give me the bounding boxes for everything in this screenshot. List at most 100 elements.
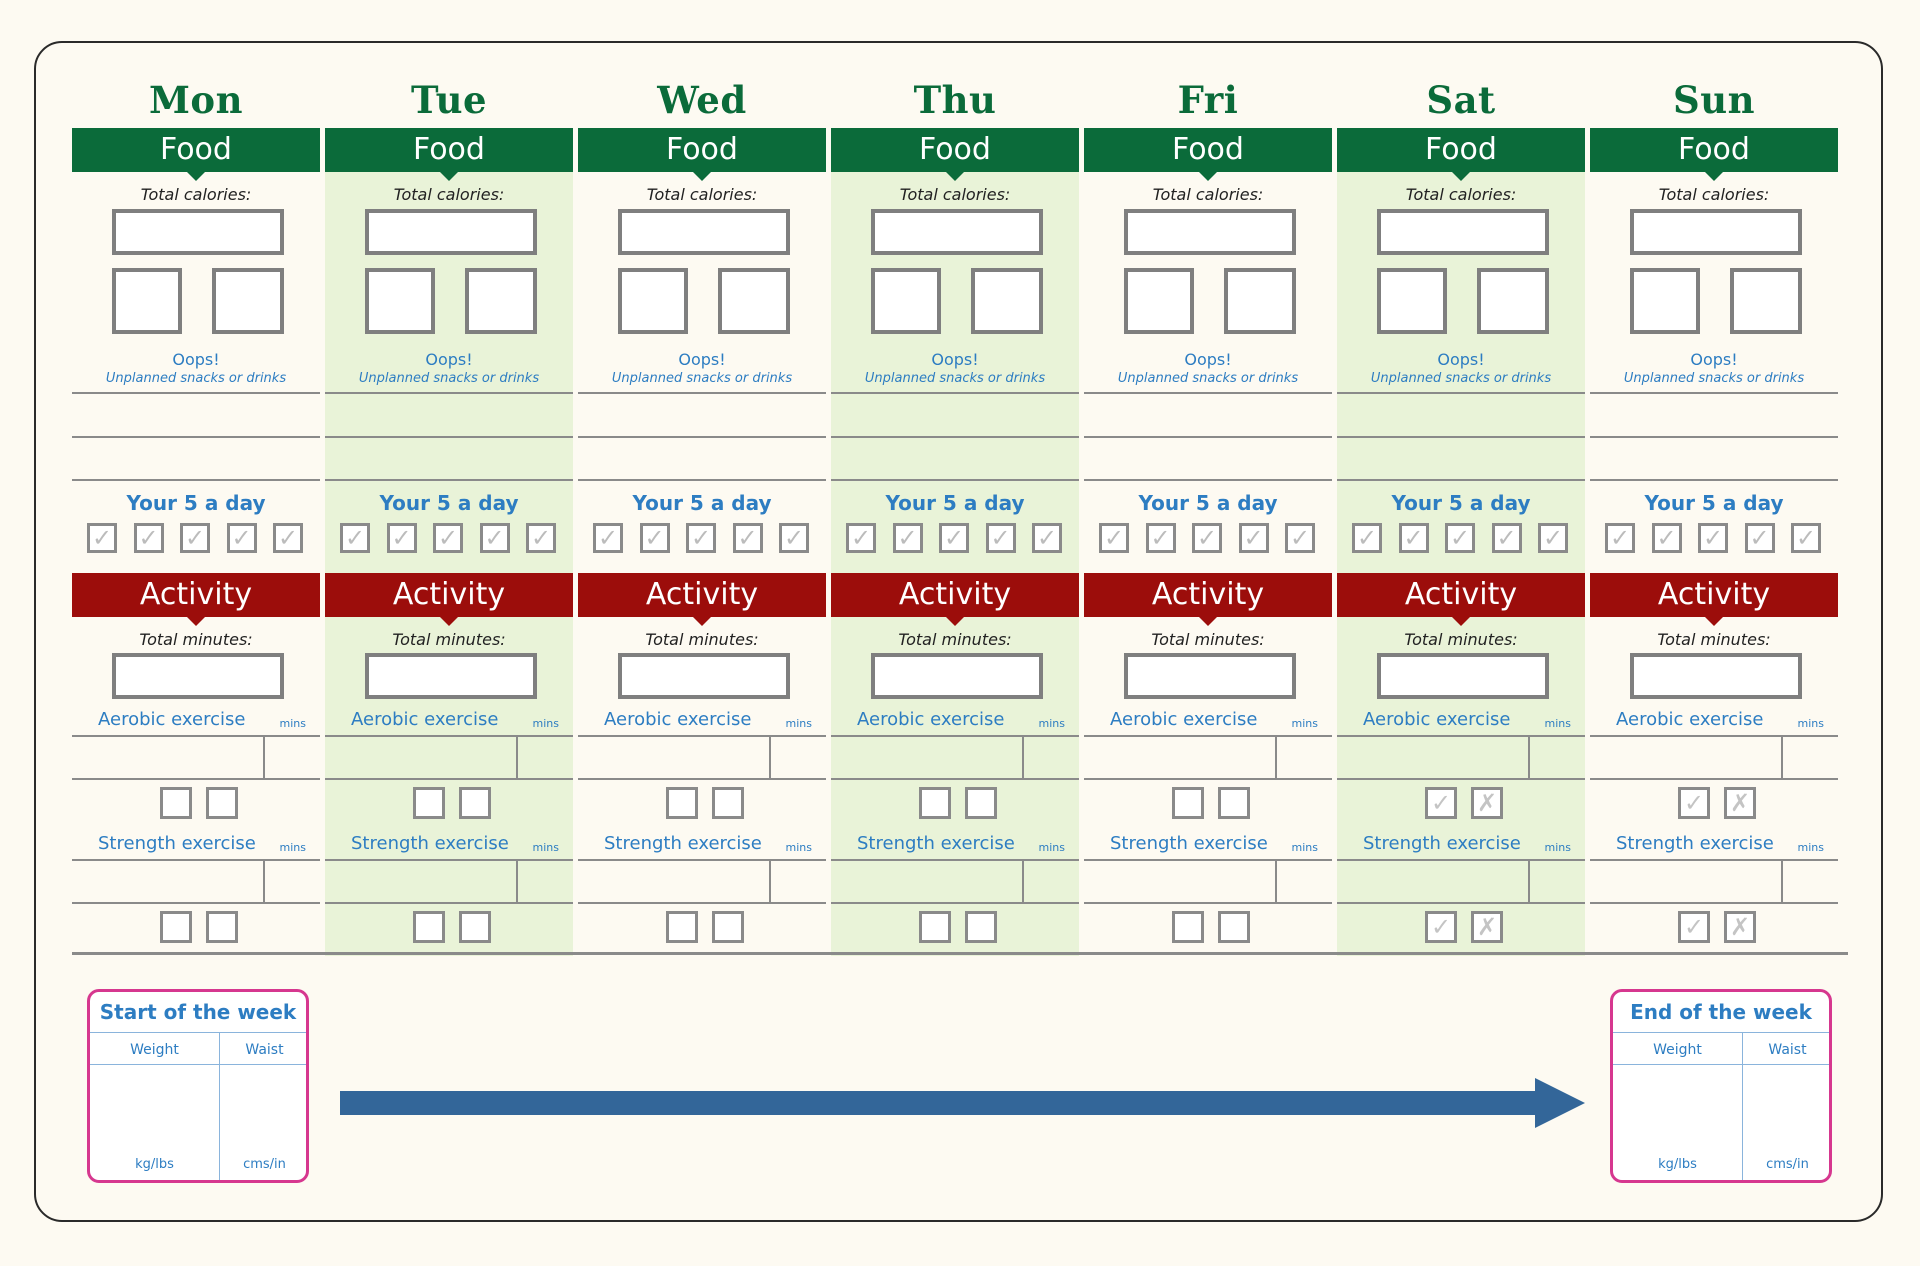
strength-checkbox[interactable]: ✓ [1678,911,1710,943]
total-minutes-input[interactable] [618,653,790,699]
strength-checkbox[interactable] [1218,911,1250,943]
strength-checkbox[interactable] [413,911,445,943]
calorie-sub-input[interactable] [1730,268,1802,334]
calorie-sub-input[interactable] [1377,268,1447,334]
five-a-day-checkbox[interactable]: ✓ [1352,523,1382,553]
aerobic-checkbox[interactable] [666,787,698,819]
total-minutes-input[interactable] [1630,653,1802,699]
strength-checkbox[interactable]: ✗ [1724,911,1756,943]
calorie-sub-input[interactable] [112,268,182,334]
five-a-day-checkbox[interactable]: ✓ [1192,523,1222,553]
five-a-day-checkbox[interactable]: ✓ [180,523,210,553]
five-a-day-checkbox[interactable]: ✓ [87,523,117,553]
strength-checkbox[interactable] [459,911,491,943]
five-a-day-checkbox[interactable]: ✓ [779,523,809,553]
five-a-day-checkbox[interactable]: ✓ [686,523,716,553]
aerobic-checkbox[interactable] [413,787,445,819]
snack-line[interactable] [1084,436,1332,438]
calorie-sub-input[interactable] [1124,268,1194,334]
snack-line[interactable] [325,479,573,481]
total-minutes-input[interactable] [112,653,284,699]
aerobic-checkbox[interactable]: ✗ [1724,787,1756,819]
strength-checkbox[interactable] [712,911,744,943]
five-a-day-checkbox[interactable]: ✓ [1791,523,1821,553]
snack-line[interactable] [1084,479,1332,481]
snack-line[interactable] [1590,436,1838,438]
total-calories-input[interactable] [1124,209,1296,255]
total-minutes-input[interactable] [871,653,1043,699]
calorie-sub-input[interactable] [1224,268,1296,334]
aerobic-checkbox[interactable]: ✓ [1425,787,1457,819]
five-a-day-checkbox[interactable]: ✓ [479,523,510,553]
aerobic-checkbox[interactable] [919,787,951,819]
five-a-day-checkbox[interactable]: ✓ [433,523,463,553]
five-a-day-checkbox[interactable]: ✓ [939,523,969,553]
calorie-sub-input[interactable] [618,268,688,334]
calorie-sub-input[interactable] [465,268,537,334]
snack-line[interactable] [72,479,320,481]
total-calories-input[interactable] [871,209,1043,255]
snack-line[interactable] [1337,436,1585,438]
five-a-day-checkbox[interactable]: ✓ [1145,523,1176,553]
calorie-sub-input[interactable] [365,268,435,334]
total-calories-input[interactable] [1377,209,1549,255]
five-a-day-checkbox[interactable]: ✓ [593,523,623,553]
total-calories-input[interactable] [618,209,790,255]
strength-checkbox[interactable] [206,911,238,943]
total-minutes-input[interactable] [1124,653,1296,699]
strength-checkbox[interactable] [1172,911,1204,943]
aerobic-checkbox[interactable] [459,787,491,819]
calorie-sub-input[interactable] [971,268,1043,334]
aerobic-checkbox[interactable] [206,787,238,819]
five-a-day-checkbox[interactable]: ✓ [985,523,1016,553]
strength-checkbox[interactable] [666,911,698,943]
five-a-day-checkbox[interactable]: ✓ [1099,523,1129,553]
strength-checkbox[interactable] [919,911,951,943]
snack-line[interactable] [1337,479,1585,481]
total-minutes-input[interactable] [365,653,537,699]
five-a-day-checkbox[interactable]: ✓ [892,523,923,553]
five-a-day-checkbox[interactable]: ✓ [1698,523,1728,553]
five-a-day-checkbox[interactable]: ✓ [732,523,763,553]
snack-line[interactable] [72,436,320,438]
five-a-day-checkbox[interactable]: ✓ [1538,523,1568,553]
aerobic-checkbox[interactable] [712,787,744,819]
five-a-day-checkbox[interactable]: ✓ [1445,523,1475,553]
aerobic-checkbox[interactable] [965,787,997,819]
calorie-sub-input[interactable] [718,268,790,334]
snack-line[interactable] [1590,479,1838,481]
snack-line[interactable] [831,436,1079,438]
five-a-day-checkbox[interactable]: ✓ [386,523,417,553]
five-a-day-checkbox[interactable]: ✓ [1032,523,1062,553]
total-calories-input[interactable] [1630,209,1802,255]
five-a-day-checkbox[interactable]: ✓ [1238,523,1269,553]
five-a-day-checkbox[interactable]: ✓ [340,523,370,553]
strength-checkbox[interactable]: ✗ [1471,911,1503,943]
five-a-day-checkbox[interactable]: ✓ [273,523,303,553]
strength-checkbox[interactable] [965,911,997,943]
total-minutes-input[interactable] [1377,653,1549,699]
total-calories-input[interactable] [365,209,537,255]
five-a-day-checkbox[interactable]: ✓ [1744,523,1775,553]
aerobic-checkbox[interactable]: ✓ [1678,787,1710,819]
five-a-day-checkbox[interactable]: ✓ [846,523,876,553]
total-calories-input[interactable] [112,209,284,255]
aerobic-checkbox[interactable]: ✗ [1471,787,1503,819]
calorie-sub-input[interactable] [1630,268,1700,334]
five-a-day-checkbox[interactable]: ✓ [133,523,164,553]
calorie-sub-input[interactable] [212,268,284,334]
strength-checkbox[interactable] [160,911,192,943]
five-a-day-checkbox[interactable]: ✓ [226,523,257,553]
calorie-sub-input[interactable] [871,268,941,334]
five-a-day-checkbox[interactable]: ✓ [526,523,556,553]
five-a-day-checkbox[interactable]: ✓ [1398,523,1429,553]
snack-line[interactable] [578,479,826,481]
snack-line[interactable] [831,479,1079,481]
strength-checkbox[interactable]: ✓ [1425,911,1457,943]
five-a-day-checkbox[interactable]: ✓ [639,523,670,553]
five-a-day-checkbox[interactable]: ✓ [1491,523,1522,553]
aerobic-checkbox[interactable] [160,787,192,819]
snack-line[interactable] [578,436,826,438]
five-a-day-checkbox[interactable]: ✓ [1605,523,1635,553]
five-a-day-checkbox[interactable]: ✓ [1285,523,1315,553]
